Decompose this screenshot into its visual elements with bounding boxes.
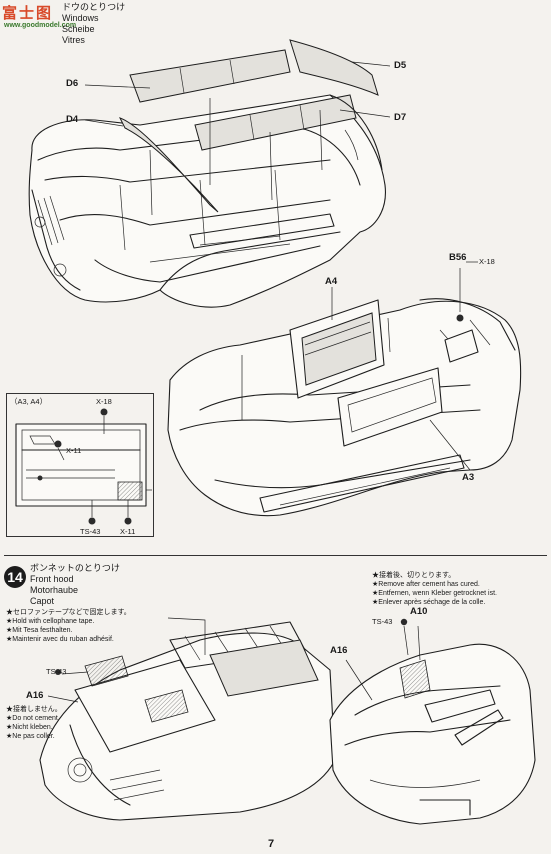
step14-title-de: Motorhaube: [30, 585, 79, 595]
windshield-d4-part: [119, 117, 219, 213]
part-label-d5: D5: [394, 60, 407, 71]
tape-note-jp: ★セロファンテープなどで固定します。: [6, 609, 131, 616]
step-title-en: Windows: [62, 13, 99, 23]
inset-label-x18: X-18: [96, 397, 112, 406]
step14-title-jp: ボンネットのとりつけ: [30, 563, 120, 573]
side-window-d7-part: [194, 94, 357, 151]
part-b56: [444, 329, 479, 363]
step14-title-fr: Capot: [30, 596, 55, 606]
section-divider: [4, 555, 547, 556]
upper-body-shell-drawing: [28, 39, 391, 308]
hood-part-a16: [74, 659, 216, 753]
step-title-fr: Vitres: [62, 35, 85, 45]
rear-window-d6-part: [129, 49, 291, 103]
watermark-logo: 富士图 www.goodmodel.com: [0, 0, 76, 38]
inset-label-x11-bottom: X-11: [120, 527, 136, 536]
remove-note-fr: ★Enlever après séchage de la colle.: [372, 599, 486, 606]
tape-note-en: ★Hold with cellophane tape.: [6, 618, 95, 625]
tape-note-de: ★Mit Tesa festhalten.: [6, 627, 73, 634]
inset-label-x11: X-11: [66, 446, 82, 455]
part-label-d6: D6: [66, 78, 79, 89]
watermark-url: www.goodmodel.com: [4, 22, 77, 29]
cellophane-tape-1: [84, 655, 129, 687]
no-cement-en: ★Do not cement.: [6, 715, 60, 722]
side-window-d5-part: [289, 39, 379, 96]
step14-title-en: Front hood: [30, 574, 74, 584]
part-label-a10: A10: [410, 606, 428, 617]
hood-interior-drawing: [329, 618, 536, 825]
page-number: 7: [268, 838, 275, 850]
step-title-jp: ドウのとりつけ: [62, 2, 126, 12]
part-label-x18: X-18: [479, 257, 495, 266]
no-cement-jp: ★接着しません。: [6, 706, 62, 713]
watermark-chinese-text: 富士图: [2, 5, 54, 22]
remove-note-jp: ★接着後、切りとります。: [372, 572, 456, 579]
interior-tub-drawing: [167, 261, 522, 517]
remove-note-de: ★Entfernen, wenn Kleber getrocknet ist.: [372, 590, 497, 597]
part-label-d7: D7: [394, 112, 407, 123]
cellophane-tape-2: [144, 689, 189, 723]
no-cement-fr: ★Ne pas coller.: [6, 733, 55, 740]
part-label-a4: A4: [325, 276, 338, 287]
part-label-ts43-right: TS-43: [372, 617, 393, 626]
step-title-de: Scheibe: [62, 24, 95, 34]
inset-label-ts43: TS-43: [80, 527, 101, 536]
remove-note-en: ★Remove after cement has cured.: [372, 581, 480, 588]
front-hood-drawing: [39, 617, 336, 821]
part-label-b56: B56: [449, 252, 467, 263]
part-label-ts43-left: TS-43: [46, 667, 67, 676]
door-panel-a3-part: [337, 367, 443, 447]
no-cement-de: ★Nicht kleben.: [6, 724, 53, 731]
inset-detail-box: [6, 393, 154, 537]
tape-note-fr: ★Maintenir avec du ruban adhésif.: [6, 636, 114, 643]
door-panel-inset-drawing: [15, 408, 152, 525]
inset-title: （A3, A4）: [10, 397, 48, 406]
part-label-d4: D4: [66, 114, 79, 125]
part-label-a16-right: A16: [330, 645, 348, 656]
step-number-badge: 14: [4, 566, 26, 588]
part-label-a16-left: A16: [26, 690, 44, 701]
part-label-a3: A3: [462, 472, 475, 483]
